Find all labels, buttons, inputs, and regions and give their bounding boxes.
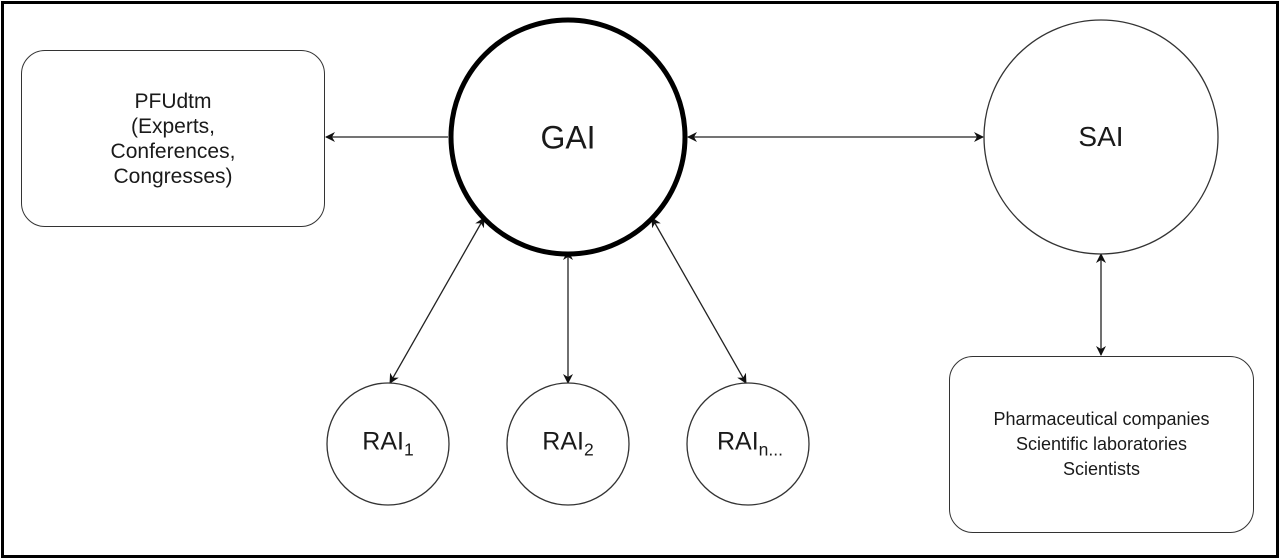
node-rai2[interactable] bbox=[506, 382, 630, 506]
node-rain[interactable] bbox=[686, 382, 810, 506]
stakeholder-line: Scientific laboratories bbox=[1015, 434, 1188, 454]
node-stakeholders[interactable]: Pharmaceutical companies Scientific labo… bbox=[949, 356, 1254, 533]
edge-gai-rai1 bbox=[389, 217, 485, 384]
gai-label: GAI bbox=[540, 119, 596, 156]
pfudtm-line: Congresses) bbox=[113, 164, 233, 188]
node-rai1[interactable] bbox=[326, 382, 450, 506]
edge-gai-rain bbox=[651, 217, 747, 384]
rain-label: RAIn... bbox=[717, 427, 783, 460]
pfudtm-line: (Experts, bbox=[130, 114, 216, 138]
rai2-text: RAI bbox=[542, 427, 584, 456]
stakeholder-line: Pharmaceutical companies bbox=[993, 409, 1210, 429]
stakeholder-line: Scientists bbox=[1062, 459, 1140, 479]
rai1-subscript: 1 bbox=[403, 439, 414, 460]
rain-subscript: n... bbox=[758, 439, 784, 460]
rai1-label: RAI1 bbox=[362, 427, 413, 460]
rai2-subscript: 2 bbox=[583, 439, 594, 460]
rai1-text: RAI bbox=[362, 427, 404, 456]
node-sai[interactable] bbox=[983, 19, 1219, 255]
rai2-label: RAI2 bbox=[542, 427, 593, 460]
pfudtm-line: PFUdtm bbox=[134, 89, 212, 113]
pfudtm-line: Conferences, bbox=[110, 139, 236, 163]
node-pfudtm[interactable]: PFUdtm (Experts, Conferences, Congresses… bbox=[21, 50, 325, 227]
sai-label: SAI bbox=[1078, 121, 1124, 152]
rain-text: RAI bbox=[716, 427, 759, 456]
node-gai[interactable] bbox=[448, 17, 688, 257]
